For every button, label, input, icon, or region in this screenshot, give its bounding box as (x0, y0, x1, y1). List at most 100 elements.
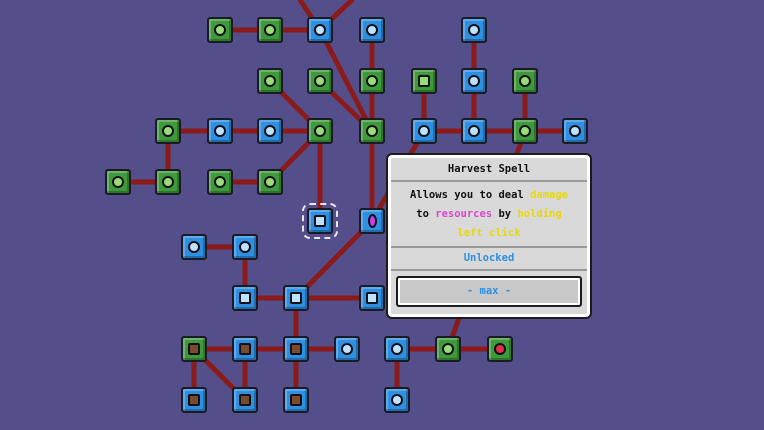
skill-node[interactable] (461, 68, 487, 94)
target-icon (264, 176, 276, 188)
keyword-left-click: left click (457, 227, 521, 239)
skill-node[interactable] (232, 387, 258, 413)
skill-node[interactable] (487, 336, 513, 362)
skill-node[interactable] (283, 387, 309, 413)
orb-icon (468, 75, 480, 87)
skill-node[interactable] (359, 285, 385, 311)
seed-icon (366, 75, 378, 87)
skill-node[interactable] (257, 68, 283, 94)
skill-description: Allows you to deal damage to resources b… (391, 182, 587, 248)
skill-node[interactable] (155, 118, 181, 144)
skill-node[interactable] (207, 169, 233, 195)
pickaxe-icon (314, 24, 326, 36)
skill-node[interactable] (359, 17, 385, 43)
skill-tooltip: Harvest Spell Allows you to deal damage … (388, 155, 590, 317)
desc-text: Allows you to deal (409, 189, 531, 201)
skill-node[interactable] (359, 118, 385, 144)
skill-node[interactable] (232, 336, 258, 362)
skill-node[interactable] (207, 17, 233, 43)
portal-icon (367, 214, 377, 228)
skill-node[interactable] (435, 336, 461, 362)
skill-node[interactable] (411, 68, 437, 94)
ore-icon (239, 292, 251, 304)
skill-node[interactable] (181, 336, 207, 362)
skill-node[interactable] (257, 169, 283, 195)
orb-icon (468, 24, 480, 36)
skill-node[interactable] (283, 285, 309, 311)
gamepad-icon (391, 343, 403, 355)
target-icon (314, 125, 326, 137)
book-icon (418, 75, 430, 87)
arrows-icon (188, 241, 200, 253)
ore-icon (290, 292, 302, 304)
skill-node[interactable] (257, 118, 283, 144)
hammer-icon (341, 343, 353, 355)
spellbook-icon (314, 215, 326, 227)
skill-node[interactable] (105, 169, 131, 195)
skill-status: Unlocked (391, 248, 587, 271)
skill-node[interactable] (307, 118, 333, 144)
skill-level-button[interactable]: - max - (396, 276, 582, 307)
gear-icon (314, 75, 326, 87)
house-icon (366, 292, 378, 304)
target-icon (112, 176, 124, 188)
skill-node[interactable] (359, 208, 385, 234)
gamepad-icon (391, 394, 403, 406)
keyword-resources: resources (435, 208, 493, 220)
skill-node[interactable] (283, 336, 309, 362)
skill-title: Harvest Spell (391, 158, 587, 182)
upgrade-chest-icon (239, 394, 251, 406)
chest-icon (188, 394, 200, 406)
skill-node[interactable] (307, 17, 333, 43)
tree-link (317, 27, 375, 134)
skill-node[interactable] (181, 387, 207, 413)
heart-icon (494, 343, 506, 355)
skill-node[interactable] (334, 336, 360, 362)
arrow-icon (239, 241, 251, 253)
chest-icon (290, 343, 302, 355)
magnifier-icon (214, 125, 226, 137)
keyword-damage: damage (530, 189, 569, 201)
gear-icon (264, 75, 276, 87)
chest-icon (239, 343, 251, 355)
skill-node[interactable] (512, 118, 538, 144)
tree-link (293, 218, 375, 301)
skill-node[interactable] (181, 234, 207, 260)
desc-text: by (492, 208, 518, 220)
skill-node[interactable] (411, 118, 437, 144)
wand-icon (162, 125, 174, 137)
skill-node[interactable] (461, 17, 487, 43)
target-icon (214, 176, 226, 188)
desc-line-3: left click (399, 224, 579, 243)
skill-node[interactable] (232, 234, 258, 260)
seed-icon (366, 125, 378, 137)
target-icon (264, 125, 276, 137)
skill-node[interactable] (155, 169, 181, 195)
keyword-holding: holding (517, 208, 562, 220)
desc-line-2: to resources by holding (399, 205, 579, 224)
skill-node[interactable] (232, 285, 258, 311)
chest-icon (290, 394, 302, 406)
gem-icon (264, 24, 276, 36)
sword-icon (418, 125, 430, 137)
skill-node[interactable] (302, 203, 338, 239)
magnifier-icon (468, 125, 480, 137)
skill-node[interactable] (257, 17, 283, 43)
sword-icon (519, 75, 531, 87)
seed-icon (366, 24, 378, 36)
skill-node[interactable] (359, 68, 385, 94)
chest-icon (188, 343, 200, 355)
wand-icon (162, 176, 174, 188)
skill-node[interactable] (207, 118, 233, 144)
gamepad-icon (442, 343, 454, 355)
desc-text: to (416, 208, 436, 220)
desc-line-1: Allows you to deal damage (399, 186, 579, 205)
skill-node[interactable] (307, 68, 333, 94)
skill-node[interactable] (384, 336, 410, 362)
gem-icon (214, 24, 226, 36)
skill-node[interactable] (384, 387, 410, 413)
skill-node[interactable] (512, 68, 538, 94)
skill-node[interactable] (562, 118, 588, 144)
target-icon (519, 125, 531, 137)
skill-node[interactable] (461, 118, 487, 144)
